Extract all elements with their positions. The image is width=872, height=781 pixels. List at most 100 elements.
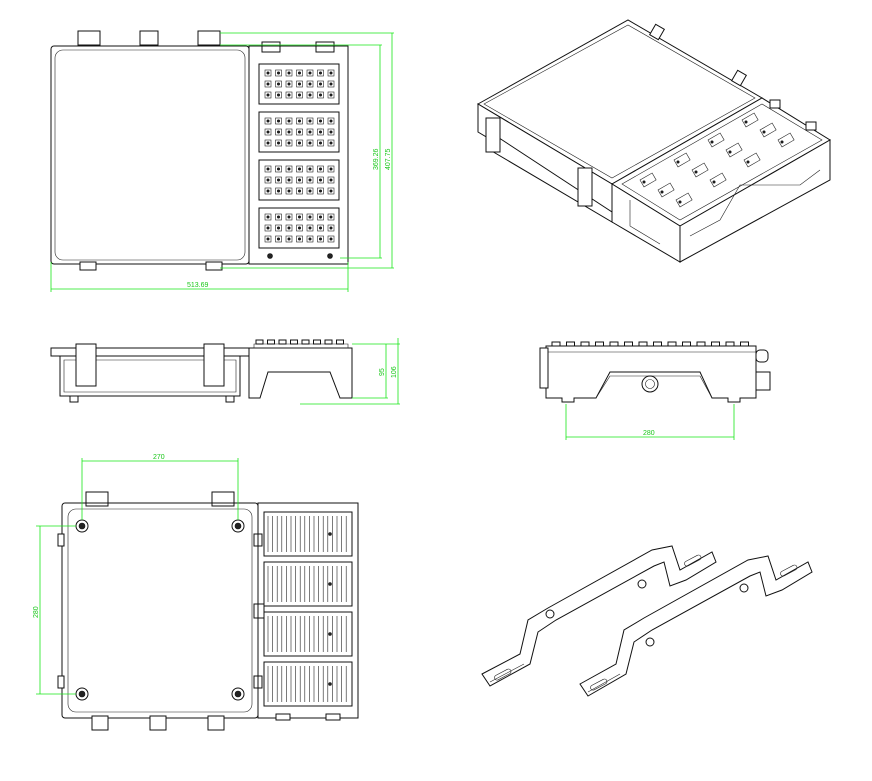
module-cell — [327, 128, 335, 136]
module-cell — [275, 80, 282, 88]
module-cell — [317, 213, 324, 221]
module-cell — [275, 91, 282, 99]
iso-module-pin — [762, 130, 766, 134]
heatsink-block — [263, 511, 353, 557]
module-cell — [285, 139, 293, 147]
module-pin — [287, 119, 291, 123]
module-cell — [296, 139, 303, 147]
module-cell — [317, 176, 324, 184]
module-cell — [285, 165, 293, 173]
iso-module-pin — [728, 150, 732, 154]
dim-front-height-inner: 95 — [379, 368, 386, 376]
module-cell — [264, 91, 272, 99]
module-cell — [296, 165, 303, 173]
module-pin — [329, 215, 333, 219]
module-cell — [317, 69, 324, 77]
module-cell — [296, 128, 303, 136]
module-pin — [297, 82, 301, 86]
module-pin — [287, 226, 291, 230]
module-pin — [276, 237, 280, 241]
module-cell — [285, 117, 293, 125]
module-pin — [318, 119, 322, 123]
module-pin — [287, 178, 291, 182]
front-connector — [301, 339, 310, 345]
module-cell — [306, 224, 314, 232]
side-connector — [711, 341, 720, 347]
module-pin — [287, 141, 291, 145]
module-pin — [266, 119, 270, 123]
module-cell — [264, 235, 272, 243]
dim-front-height-outer: 106 — [391, 366, 398, 378]
iso-module-pin — [642, 180, 646, 184]
module-cell — [285, 235, 293, 243]
module-cell — [285, 187, 293, 195]
module-pin — [287, 237, 291, 241]
module-cell — [296, 176, 303, 184]
module-pin — [276, 141, 280, 145]
module-pin — [297, 215, 301, 219]
module-cell — [264, 128, 272, 136]
iso-module-cell — [725, 142, 743, 158]
dim-top-width: 513.69 — [187, 282, 209, 289]
module-cell — [296, 69, 303, 77]
module-pin — [276, 189, 280, 193]
module-pin — [318, 215, 322, 219]
module-cell — [306, 139, 314, 147]
module-cell — [327, 91, 335, 99]
module-cell — [317, 117, 324, 125]
module-pin — [266, 93, 270, 97]
iso-module-pin — [746, 160, 750, 164]
module-pin — [266, 130, 270, 134]
module-block — [258, 159, 340, 201]
iso-module-cell — [777, 132, 795, 148]
module-cell — [306, 187, 314, 195]
module-pin — [287, 189, 291, 193]
iso-module-cell — [673, 152, 691, 168]
iso-module-cell — [743, 152, 761, 168]
iso-module-cell — [741, 112, 759, 128]
module-pin — [297, 141, 301, 145]
back-view-dimensions: 270 280 — [33, 454, 239, 695]
isometric-view — [477, 19, 831, 263]
module-pin — [297, 167, 301, 171]
front-connector — [336, 339, 344, 345]
heatsink-screw — [328, 632, 332, 636]
module-pin — [276, 71, 280, 75]
module-cell — [306, 117, 314, 125]
module-cell — [275, 117, 282, 125]
module-pin — [266, 167, 270, 171]
module-pin — [297, 226, 301, 230]
module-pin — [329, 130, 333, 134]
module-pin — [329, 226, 333, 230]
side-connector — [667, 341, 677, 347]
module-cell — [306, 165, 314, 173]
module-pin — [308, 237, 312, 241]
side-connector — [566, 341, 575, 347]
module-pin — [329, 93, 333, 97]
front-view-dimensions: 95 106 — [300, 338, 400, 405]
module-pin — [266, 226, 270, 230]
module-cell — [264, 176, 272, 184]
module-cell — [317, 80, 324, 88]
back-view — [57, 491, 359, 731]
module-pin — [276, 119, 280, 123]
module-pin — [276, 226, 280, 230]
iso-module-cell — [657, 182, 675, 198]
module-cell — [317, 139, 324, 147]
heatsink-fins — [263, 511, 353, 707]
module-pin — [297, 130, 301, 134]
dim-side-span: 280 — [643, 430, 655, 437]
module-pin — [276, 178, 280, 182]
module-cell — [306, 128, 314, 136]
front-connector — [290, 339, 298, 345]
module-pin — [329, 82, 333, 86]
heatsink-block — [263, 661, 353, 707]
module-pin — [287, 167, 291, 171]
module-pin — [318, 178, 322, 182]
iso-module-cell — [759, 122, 777, 138]
iso-module-cell — [691, 162, 709, 178]
module-cell — [317, 187, 324, 195]
iso-module-cell — [675, 192, 693, 208]
module-pin — [266, 237, 270, 241]
